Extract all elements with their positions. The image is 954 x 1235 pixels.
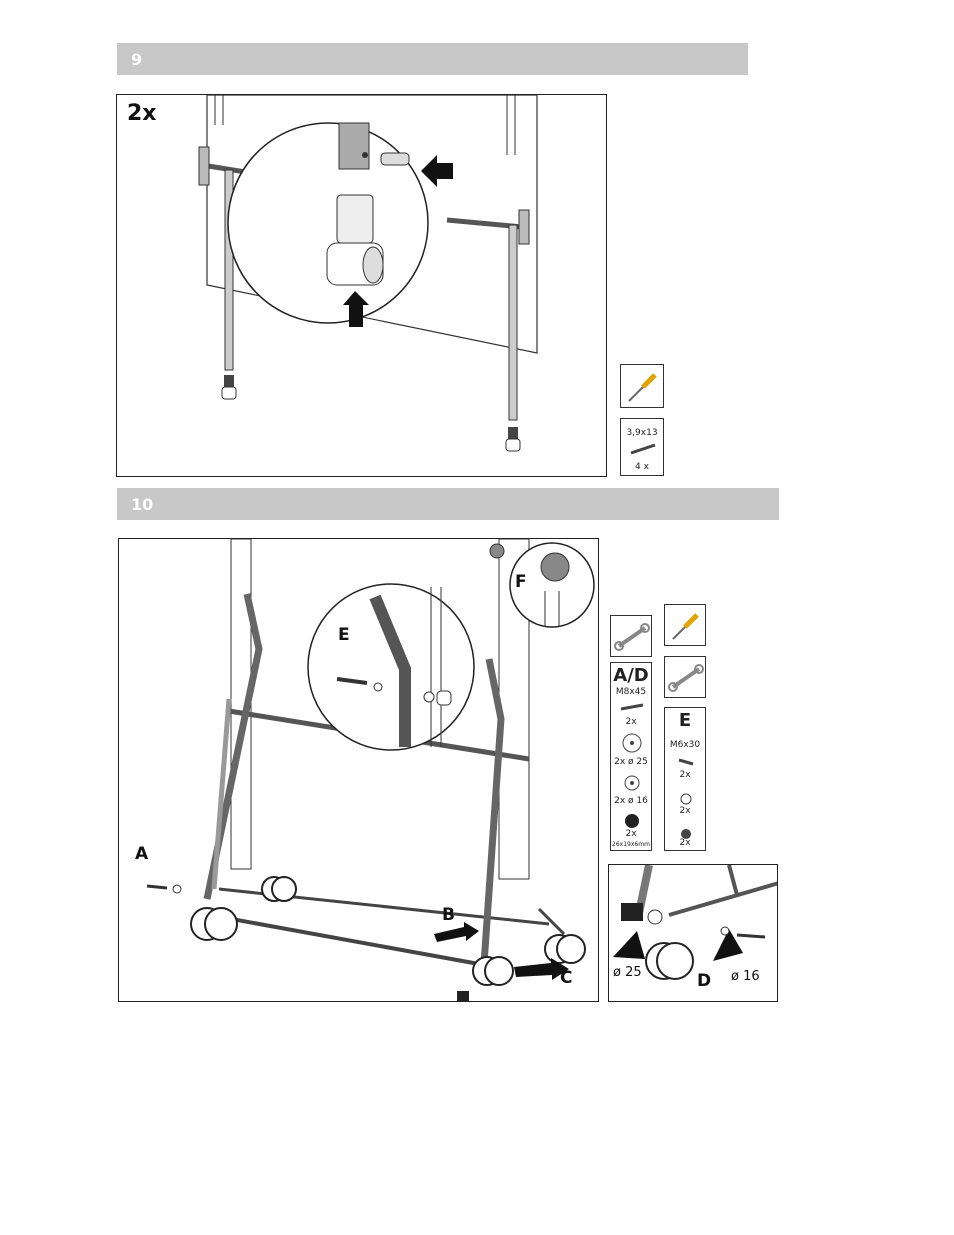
parts-ad-tile: A/D M8x45 2x 2x ø 25 2x ø 16 2x 26x19x6m… — [610, 662, 652, 851]
table-leg-drawing — [117, 95, 607, 477]
label-f: F — [515, 572, 527, 592]
step-number: 9 — [131, 50, 142, 69]
wrench-icon — [611, 616, 653, 658]
screwdriver-icon — [665, 605, 707, 647]
wrench-icon — [665, 657, 707, 699]
label-e: E — [338, 625, 350, 645]
label-d: D — [697, 971, 711, 991]
step-9-header: 9 — [117, 43, 748, 75]
detail-d-illustration: ø 25 D ø 16 — [608, 864, 778, 1002]
step-10-illustration: A B C E F — [118, 538, 599, 1002]
step-10-header: 10 — [117, 488, 779, 520]
label-b: B — [442, 905, 455, 925]
screw-quantity: 4 x — [621, 462, 663, 472]
washer16-quantity: 2x ø 16 — [611, 796, 651, 806]
screwdriver-tool-tile — [620, 364, 664, 408]
washer25-quantity: 2x ø 25 — [611, 757, 651, 767]
step-9-illustration: 2x — [116, 94, 607, 477]
washer16-label: ø 16 — [731, 969, 760, 984]
label-a: A — [135, 844, 148, 864]
bolt-quantity: 2x — [665, 770, 705, 780]
washer25-label: ø 25 — [613, 965, 642, 980]
label-c: C — [560, 968, 572, 988]
wrench-tool-tile-2 — [664, 656, 706, 698]
nut-size: 26x19x6mm — [611, 841, 651, 848]
washer-quantity: 2x — [665, 806, 705, 816]
parts-e-tile: E M6x30 2x 2x 2x — [664, 707, 706, 851]
table-frame-drawing — [119, 539, 599, 1002]
step-number: 10 — [131, 495, 153, 514]
parts-e-drawings — [665, 708, 707, 852]
bolt-quantity: 2x — [611, 717, 651, 727]
screwdriver-icon — [621, 365, 665, 409]
screwdriver-tool-tile-2 — [664, 604, 706, 646]
screw-part-tile: 3,9x13 4 x — [620, 418, 664, 476]
wrench-tool-tile — [610, 615, 652, 657]
nut-quantity: 2x — [611, 829, 651, 839]
nut-quantity: 2x — [665, 838, 705, 848]
